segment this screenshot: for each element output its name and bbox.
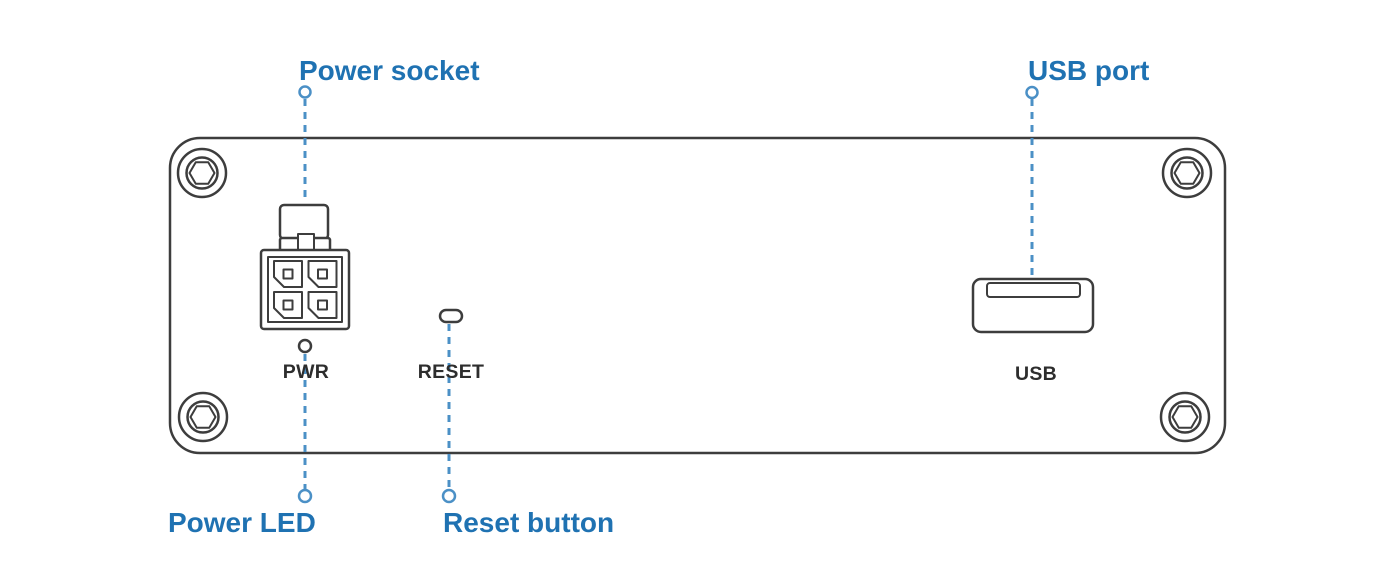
leader-dot-power-socket [298, 85, 312, 99]
screw-top-right-icon [1161, 147, 1213, 199]
leader-dot-reset-button [441, 488, 457, 504]
callout-reset-button: Reset button [443, 507, 614, 538]
pin [317, 268, 328, 280]
screw-bottom-right-icon [1159, 391, 1211, 443]
callout-usb-port: USB port [1028, 55, 1149, 86]
device-faceplate [168, 136, 1227, 455]
pin-cavity [307, 291, 338, 319]
pin [282, 268, 294, 280]
callout-power-led: Power LED [168, 507, 316, 538]
pin-cavity [307, 260, 338, 288]
usb-label: USB [1015, 363, 1057, 385]
pin [282, 299, 294, 311]
reset-button-pinhole [438, 308, 464, 324]
power-led-indicator [297, 338, 313, 354]
leader-dot-power-led [297, 488, 313, 504]
screw-top-left-icon [176, 147, 228, 199]
power-socket-connector [259, 203, 351, 331]
callout-power-socket: Power socket [299, 55, 480, 86]
pwr-label: PWR [283, 361, 329, 383]
pin [317, 299, 328, 311]
usb-port-connector [971, 277, 1095, 334]
screw-bottom-left-icon [177, 391, 229, 443]
leader-dot-usb-port [1025, 85, 1039, 100]
reset-label: RESET [418, 361, 485, 383]
pin-cavity [273, 291, 303, 319]
pin-cavity [273, 260, 303, 288]
